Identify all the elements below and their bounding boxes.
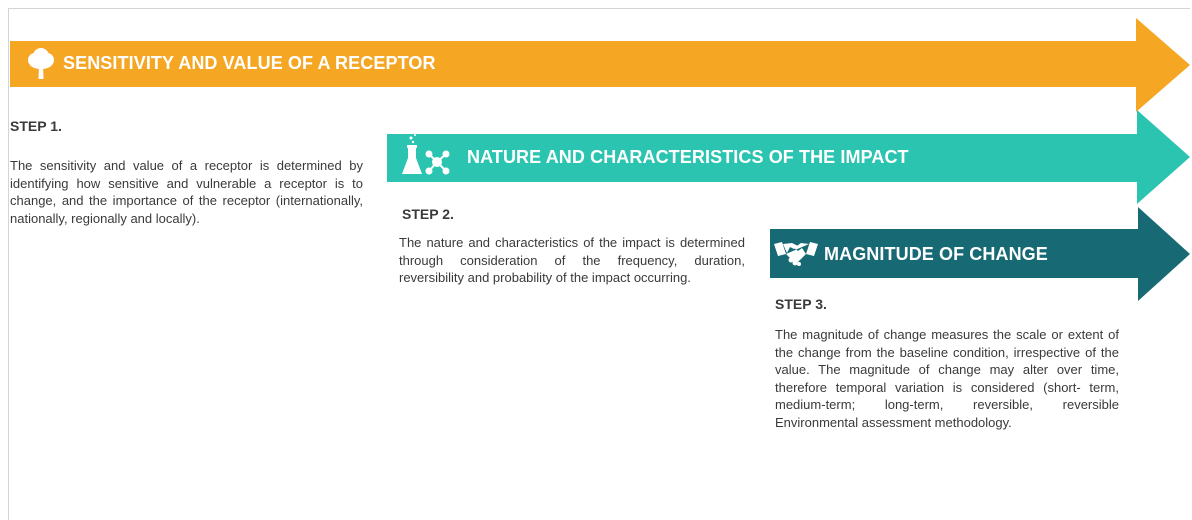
step-3-arrow-shape (770, 207, 1190, 301)
step-2-title: NATURE AND CHARACTERISTICS OF THE IMPACT (467, 147, 909, 167)
step-1-arrow: SENSITIVITY AND VALUE OF A RECEPTOR (10, 18, 1190, 113)
diagram-frame (8, 8, 1190, 520)
step-3-description: The magnitude of change measures the sca… (775, 327, 1119, 430)
step-3-arrow: MAGNITUDE OF CHANGE (770, 207, 1190, 302)
step-1-title: SENSITIVITY AND VALUE OF A RECEPTOR (63, 53, 436, 73)
step-1-arrow-shape (10, 18, 1190, 112)
step-3-label: STEP 3. (775, 296, 827, 312)
step-2-description: The nature and characteristics of the im… (399, 235, 745, 285)
step-2-arrow-shape (387, 110, 1190, 204)
step-1-description: The sensitivity and value of a receptor … (10, 158, 363, 226)
step-2-label: STEP 2. (402, 206, 454, 222)
step-3-title: MAGNITUDE OF CHANGE (824, 244, 1048, 264)
step-1-label: STEP 1. (10, 118, 62, 134)
step-2-arrow: NATURE AND CHARACTERISTICS OF THE IMPACT (387, 110, 1190, 205)
